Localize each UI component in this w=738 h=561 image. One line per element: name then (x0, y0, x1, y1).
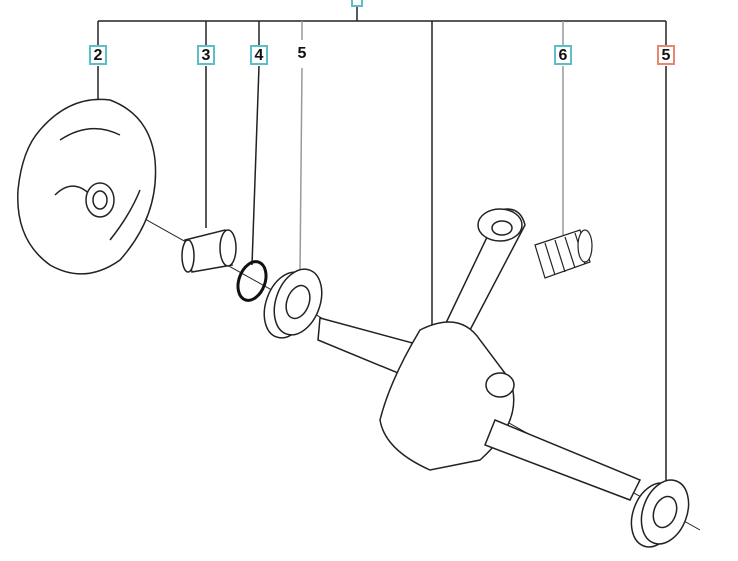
callout-label-6[interactable]: 6 (554, 45, 572, 65)
o-ring-part (236, 260, 268, 302)
callout-label-2[interactable]: 2 (89, 45, 107, 65)
bushing-part (181, 229, 237, 273)
callout-label-5-left[interactable]: 5 (293, 45, 311, 65)
callout-label-3[interactable]: 3 (197, 45, 215, 65)
crankshaft-part (317, 208, 642, 501)
bearing-part-left (263, 268, 323, 339)
clutch-part (17, 98, 157, 275)
bearing-part-right (630, 479, 690, 548)
leader-lines (97, 7, 701, 531)
needle-bearing-part (534, 229, 593, 279)
callout-label-4[interactable]: 4 (250, 45, 268, 65)
assembly-callout-box (351, 0, 363, 7)
callout-label-5-right[interactable]: 5 (657, 45, 675, 65)
